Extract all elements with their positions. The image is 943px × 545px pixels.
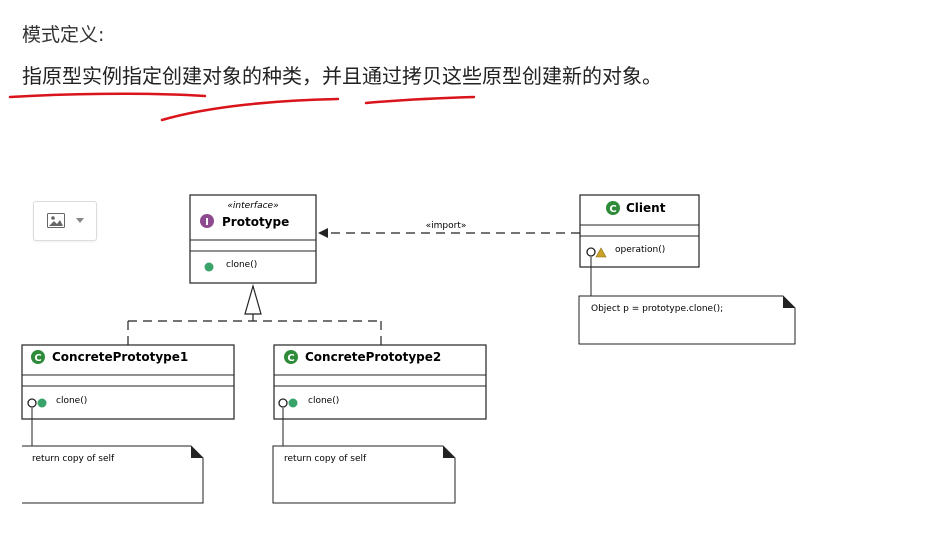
concrete2-note-text: return copy of self [284,454,367,464]
note-anchor-icon [278,398,288,408]
client-name: Client [626,201,666,215]
client-note: Object p = prototype.clone(); [578,257,796,345]
concrete1-note-text: return copy of self [32,454,115,464]
method-icon [37,398,47,408]
prototype-method: clone() [226,260,257,270]
concrete2-note: return copy of self [272,408,456,504]
client-note-text: Object p = prototype.clone(); [591,304,723,314]
pattern-definition: 指原型实例指定创建对象的种类，并且通过拷贝这些原型创建新的对象。 [22,64,662,88]
class-badge-letter: C [287,353,294,364]
class-badge-icon [284,350,298,364]
client-method: operation() [615,245,665,255]
client-class-box[interactable]: C Client operation() [579,194,700,268]
note-anchor-icon [586,247,596,257]
concrete1-note: return copy of self [22,408,204,504]
concrete1-name: ConcretePrototype1 [52,350,188,364]
prototype-interface-box[interactable]: «interface» I Prototype clone() [189,194,317,284]
warning-icon [595,247,607,258]
import-label: «import» [426,221,467,231]
concrete1-method: clone() [56,396,87,406]
method-icon [204,262,214,272]
image-icon [47,213,65,228]
interface-badge-icon [200,214,214,228]
class-badge-icon [31,350,45,364]
method-icon [288,398,298,408]
class-badge-icon [606,201,620,215]
class-badge-letter: C [34,353,41,364]
generalization-arrow [127,283,382,345]
prototype-name: Prototype [222,215,289,229]
prototype-stereotype: «interface» [227,201,278,211]
note-anchor-icon [27,398,37,408]
image-menu-button[interactable] [33,201,97,241]
interface-badge-letter: I [205,217,209,228]
class-badge-letter: C [609,204,616,215]
import-dependency-arrow: «import» [318,221,580,238]
concrete2-name: ConcretePrototype2 [305,350,441,364]
chevron-down-icon [76,218,84,223]
concrete-prototype2-box[interactable]: C ConcretePrototype2 clone() [273,344,487,420]
concrete-prototype1-box[interactable]: C ConcretePrototype1 clone() [21,344,235,420]
concrete2-method: clone() [308,396,339,406]
red-underline-annotation [8,92,476,122]
section-heading: 模式定义: [22,24,105,46]
